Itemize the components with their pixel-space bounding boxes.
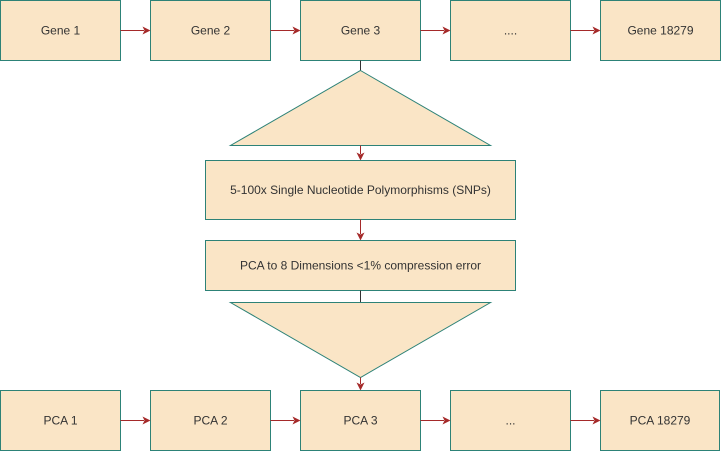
arrow-pca2-pca3	[270, 416, 301, 425]
gene-18279-node[interactable]: Gene 18279	[600, 0, 721, 61]
arrow-triangle-pca3	[356, 377, 365, 391]
upper-funnel-triangle	[228, 69, 493, 146]
arrow-ellipsis-gene18279	[570, 26, 601, 35]
gene-1-box[interactable]	[0, 0, 121, 61]
bottom-row: PCA 1 PCA 2 PCA 3 ... PCA 18279	[0, 390, 720, 451]
bottom-row-arrows	[120, 416, 601, 425]
gene-2-box[interactable]	[150, 0, 271, 61]
arrow-gene1-gene2	[120, 26, 151, 35]
gene-18279-label: Gene 18279	[627, 24, 693, 38]
arrow-pca3-ellipsis	[420, 416, 451, 425]
pca-3-box[interactable]	[300, 390, 421, 451]
snp-box[interactable]	[205, 160, 516, 220]
pca-reduction-label: PCA to 8 Dimensions <1% compression erro…	[240, 259, 481, 273]
arrow-ellipsis-pca18279	[570, 416, 601, 425]
gene-3-label: Gene 3	[341, 24, 381, 38]
pca-18279-node[interactable]: PCA 18279	[600, 390, 720, 451]
gene-ellipsis-label: ....	[504, 24, 517, 38]
lower-funnel-triangle	[228, 302, 493, 379]
gene-2-label: Gene 2	[191, 24, 231, 38]
pca-1-node[interactable]: PCA 1	[0, 390, 121, 451]
pca-3-label: PCA 3	[343, 414, 377, 428]
pca-3-node[interactable]: PCA 3	[300, 390, 421, 451]
gene-1-label: Gene 1	[41, 24, 81, 38]
snp-node[interactable]: 5-100x Single Nucleotide Polymorphisms (…	[205, 160, 516, 220]
arrow-pca1-pca2	[120, 416, 151, 425]
pca-18279-label: PCA 18279	[630, 414, 691, 428]
pca-2-label: PCA 2	[193, 414, 227, 428]
pca-ellipsis-label: ...	[505, 414, 515, 428]
pca-ellipsis-node[interactable]: ...	[450, 390, 571, 451]
arrow-snp-pca	[356, 219, 365, 241]
top-row: Gene 1 Gene 2 Gene 3 .... Gene 18279	[0, 0, 721, 61]
gene-ellipsis-node[interactable]: ....	[450, 0, 571, 61]
gene-18279-box[interactable]	[600, 0, 721, 61]
gene-2-node[interactable]: Gene 2	[150, 0, 271, 61]
pca-2-box[interactable]	[150, 390, 271, 451]
arrow-gene3-ellipsis	[420, 26, 451, 35]
pca-2-node[interactable]: PCA 2	[150, 390, 271, 451]
pca-ellipsis-box[interactable]	[450, 390, 571, 451]
pca-18279-box[interactable]	[600, 390, 720, 451]
pca-1-label: PCA 1	[43, 414, 77, 428]
top-row-arrows	[120, 26, 601, 35]
gene-ellipsis-box[interactable]	[450, 0, 571, 61]
pca-reduction-node[interactable]: PCA to 8 Dimensions <1% compression erro…	[205, 240, 516, 291]
arrow-gene2-gene3	[270, 26, 301, 35]
pca-reduction-box[interactable]	[205, 240, 516, 291]
gene-3-box[interactable]	[300, 0, 421, 61]
gene-1-node[interactable]: Gene 1	[0, 0, 121, 61]
snp-label: 5-100x Single Nucleotide Polymorphisms (…	[230, 183, 491, 197]
arrow-triangle-snp	[356, 145, 365, 161]
gene-3-node[interactable]: Gene 3	[300, 0, 421, 61]
